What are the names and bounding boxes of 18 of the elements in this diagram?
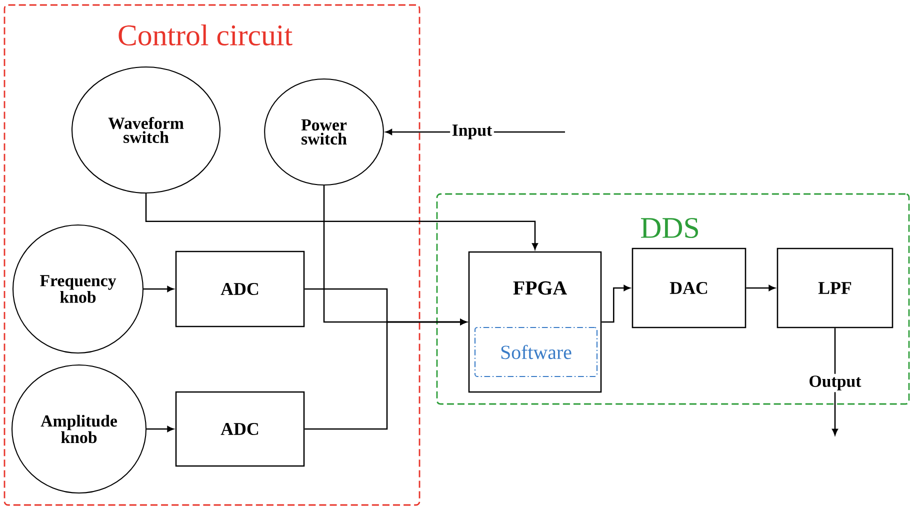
arrow [144, 286, 174, 292]
process-box: ADC [175, 250, 305, 328]
edge-label: Output [807, 374, 863, 392]
arrow [602, 285, 630, 323]
arrow [145, 194, 538, 250]
process-box: DAC [632, 248, 746, 328]
circle-node: Waveform switch [71, 66, 221, 194]
circle-node: Frequency knob [12, 224, 144, 354]
arrow [746, 285, 776, 291]
process-box: ADC [175, 391, 305, 467]
circle-node: Power switch [264, 78, 384, 186]
circle-node: Amplitude knob [11, 364, 147, 494]
dashed-inner-box: Software [474, 326, 598, 378]
arrow [146, 426, 174, 432]
arrow [832, 328, 838, 436]
process-box: LPF [776, 248, 894, 328]
edge-label: Input [450, 122, 494, 142]
arrow [304, 319, 467, 430]
